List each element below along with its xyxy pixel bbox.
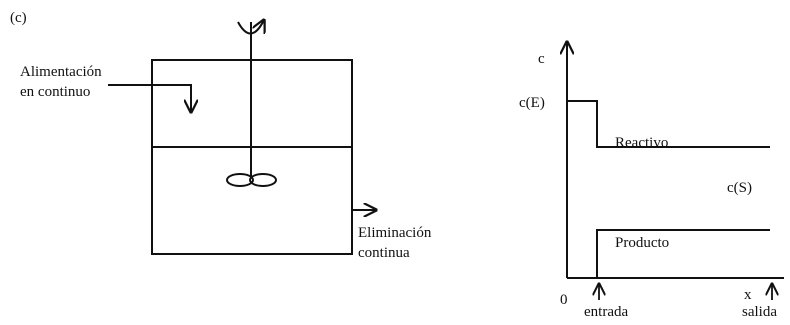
feed-label-line1: Alimentación xyxy=(20,64,102,80)
y-axis-label: c xyxy=(538,51,545,67)
rotation-arrow-icon xyxy=(237,20,264,35)
panel-label: (c) xyxy=(10,10,27,26)
series-label-reactivo: Reactivo xyxy=(615,135,668,151)
outlet-label-line2: continua xyxy=(358,245,410,261)
feed-arrow-icon xyxy=(108,84,191,112)
outlet-concentration-label: c(S) xyxy=(727,180,752,196)
stirrer xyxy=(226,20,277,187)
x-axis-label: x xyxy=(744,287,752,303)
series-line-reactivo xyxy=(567,100,770,148)
impeller-blade-left xyxy=(226,173,254,187)
inlet-concentration-label: c(E) xyxy=(519,95,545,111)
series-line-producto xyxy=(596,229,770,278)
inlet-position-label: entrada xyxy=(584,304,628,320)
outlet-position-label: salida xyxy=(742,304,777,320)
feed-label-line2: en continuo xyxy=(20,84,90,100)
origin-label: 0 xyxy=(560,292,568,308)
impeller-blade-right xyxy=(249,173,277,187)
concentration-plot: c c(E) c(S) 0 x Reactivo Producto entrad… xyxy=(519,42,784,320)
series-label-producto: Producto xyxy=(615,235,669,251)
outlet-label-line1: Eliminación xyxy=(358,225,432,241)
